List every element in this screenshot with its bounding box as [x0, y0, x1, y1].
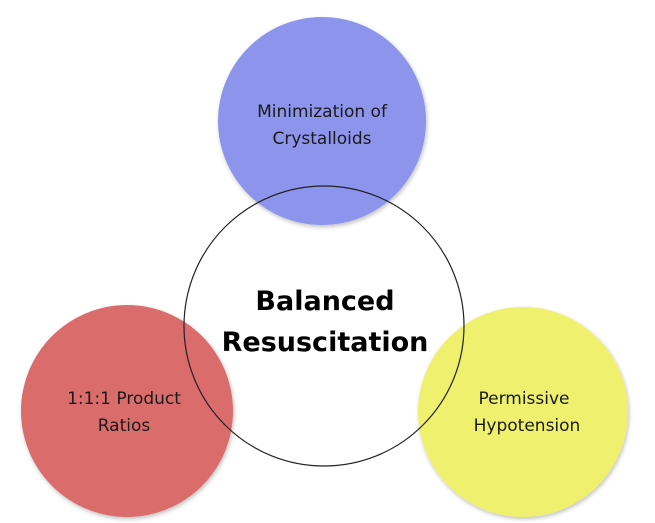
product-ratios-circle: [21, 305, 233, 517]
product-ratios-label-line1: 1:1:1 Product: [67, 389, 181, 409]
center-label-line1: Balanced: [255, 286, 394, 317]
hypotension-label-line2: Hypotension: [474, 416, 581, 436]
center-label-line2: Resuscitation: [222, 327, 429, 358]
balanced-resuscitation-circle: [183, 185, 465, 467]
hypotension-label-line1: Permissive: [478, 389, 569, 409]
crystalloids-circle: [218, 17, 426, 225]
hypotension-circle: [418, 307, 628, 517]
crystalloids-label-line2: Crystalloids: [272, 129, 371, 149]
product-ratios-label-line2: Ratios: [98, 416, 151, 436]
crystalloids-label-line1: Minimization of: [257, 102, 388, 122]
